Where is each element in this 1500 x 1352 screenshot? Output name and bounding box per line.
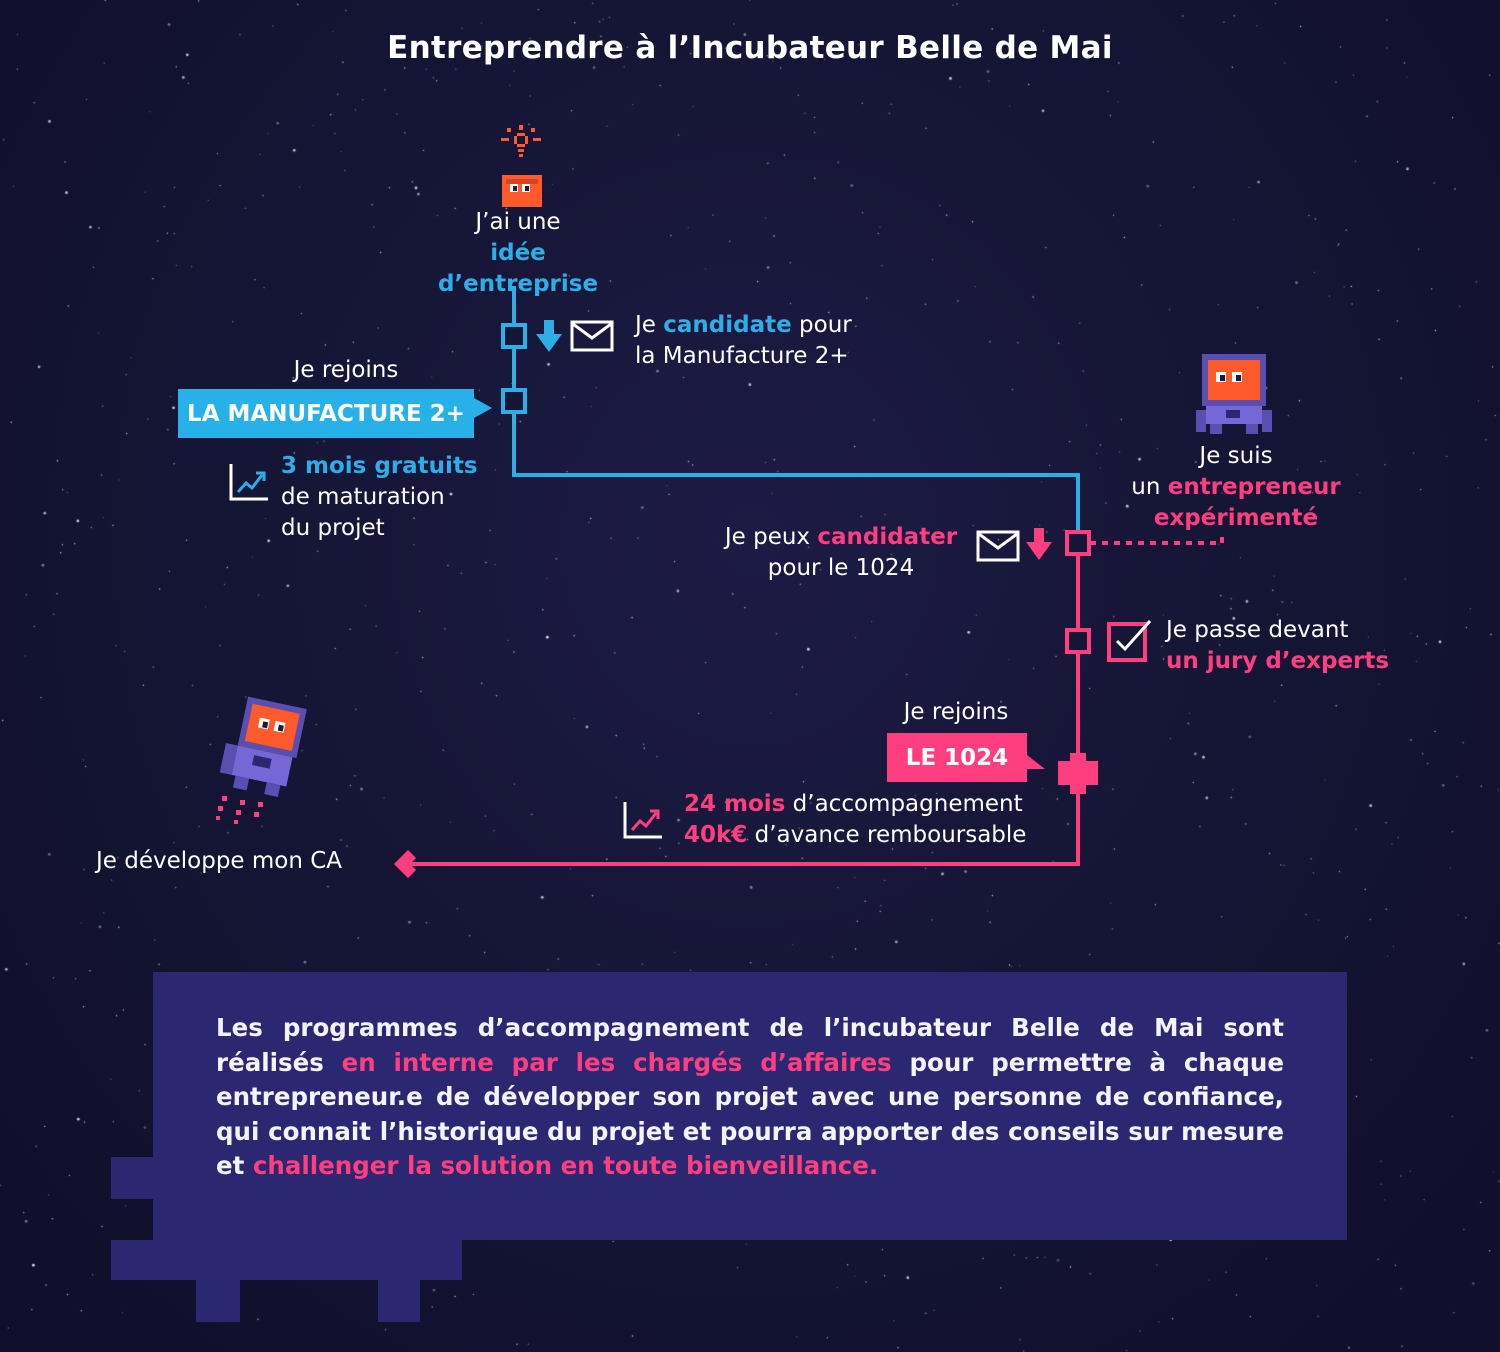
apply-prefix: Je (635, 312, 664, 338)
pink-flow-line (410, 554, 1080, 866)
growth-chart-icon (623, 802, 662, 839)
benefit1024-t2: d’avance remboursable (747, 822, 1027, 848)
pink-node-join (1058, 753, 1098, 794)
arrow-down-icon (1026, 528, 1052, 560)
pixel-decoration (153, 1240, 195, 1280)
growth-chart-icon (229, 464, 268, 501)
blue-node-join (501, 388, 527, 414)
checkbox-icon (1107, 620, 1152, 662)
experienced-highlight1: entrepreneur (1167, 474, 1341, 500)
envelope-icon (976, 530, 1020, 562)
experienced-prefix: un (1131, 474, 1168, 500)
envelope-icon (570, 320, 614, 352)
benefit1024-h1: 24 mois (684, 791, 786, 817)
pixel-decoration (111, 1157, 153, 1199)
join-1024-label: Je rejoins (903, 699, 1009, 725)
page-title: Entreprendre à l’Incubateur Belle de Mai (387, 30, 1113, 66)
jury-highlight: un jury d’experts (1166, 648, 1390, 674)
apply-line2: la Manufacture 2+ (635, 343, 849, 369)
pixel-character-icon (502, 175, 542, 207)
pixel-decoration (378, 1280, 420, 1322)
astronaut-icon (1196, 354, 1272, 434)
apply1024-highlight: candidater (817, 524, 958, 550)
description-panel (153, 972, 1347, 1240)
jury-line1: Je passe devant (1166, 617, 1349, 643)
pixel-decoration (196, 1280, 240, 1322)
apply1024-prefix: Je peux (724, 524, 818, 550)
join-manufacture-label: Je rejoins (293, 357, 399, 383)
end-label: Je développe mon CA (96, 848, 343, 874)
lightbulb-icon (501, 125, 541, 157)
arrow-left-icon (394, 850, 416, 878)
blue-node-apply (501, 323, 527, 349)
experienced-highlight2: expérimenté (1153, 505, 1319, 531)
manufacture-benefit-line2: de maturation (281, 484, 445, 510)
manufacture-tag: LA MANUFACTURE 2+ (178, 389, 492, 438)
pixel-decoration (153, 1199, 195, 1240)
blue-flow-line (512, 286, 1080, 530)
jetpack-astronaut-icon (216, 696, 307, 824)
manufacture-benefit-highlight: 3 mois gratuits (281, 453, 478, 479)
apply1024-line2: pour le 1024 (767, 555, 915, 581)
description-text: Les programmes d’accompagnement de l’inc… (216, 1013, 1284, 1180)
arrow-down-icon (536, 320, 562, 352)
benefit1024-h2: 40k€ (684, 822, 748, 848)
apply-highlight: candidate (663, 312, 792, 338)
manufacture-benefit-line3: du projet (281, 515, 385, 541)
start-line2: idée d’entreprise (437, 240, 599, 297)
pink-node-apply (1065, 530, 1091, 556)
experienced-line1: Je suis (1199, 443, 1273, 469)
tag-1024: LE 1024 (887, 733, 1045, 782)
start-line1: J’ai une (475, 209, 561, 235)
pink-dotted-line (1090, 536, 1224, 545)
benefit1024-t1: d’accompagnement (785, 791, 1023, 817)
apply-suffix: pour (791, 312, 852, 338)
pink-node-jury (1065, 628, 1091, 654)
